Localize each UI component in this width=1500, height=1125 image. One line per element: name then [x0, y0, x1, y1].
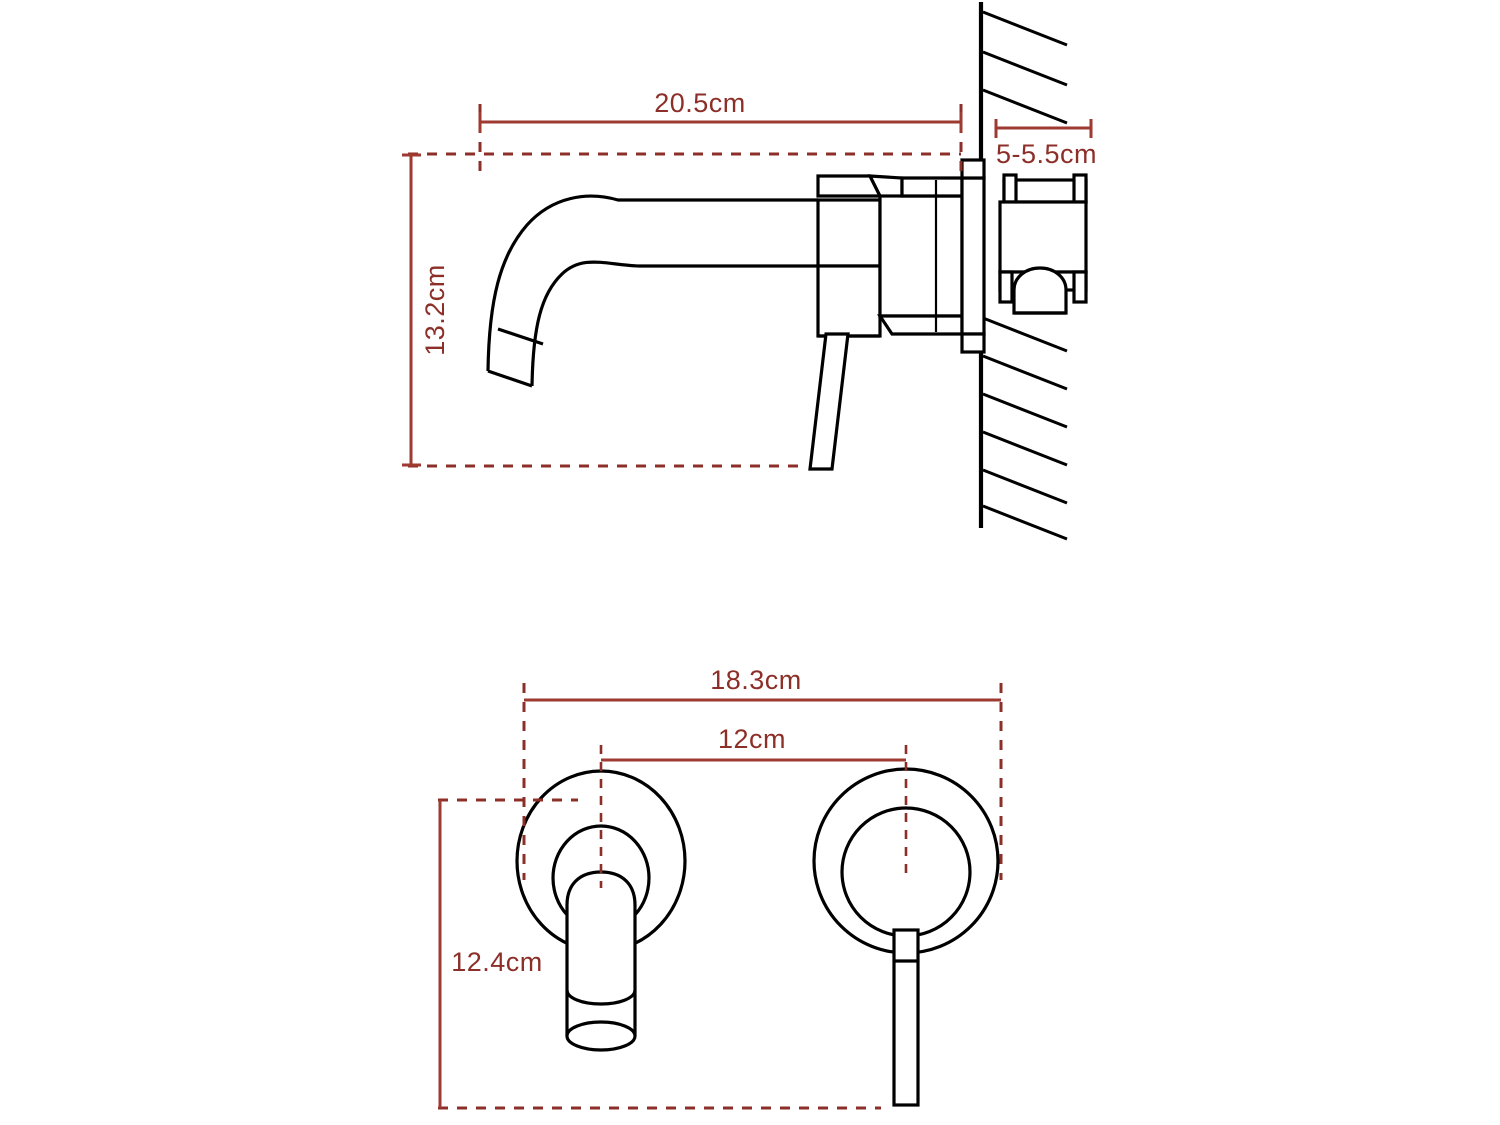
wall-flange-tab-bottom — [960, 332, 986, 354]
handle-lever-bar — [892, 928, 920, 1107]
spout-aerator-ring — [565, 989, 637, 1006]
spout-outer-curve — [486, 194, 818, 372]
escutcheon-group — [998, 173, 1088, 315]
escutcheon-top-left-lug — [1002, 173, 1018, 204]
front-spout-group — [515, 769, 687, 1052]
escutcheon-main-cup — [998, 200, 1088, 274]
wall-flange-group — [960, 158, 986, 354]
dim-label-spout-height: 13.2cm — [420, 264, 450, 356]
spout-tip-ring — [497, 327, 544, 346]
wall-flange-plate — [960, 176, 986, 336]
front-view-dimensions: 18.3cm 12cm 12.4cm — [438, 665, 1003, 1110]
valve-body-lower-step — [877, 314, 964, 336]
front-view-group: 18.3cm 12cm 12.4cm — [438, 665, 1003, 1110]
spout-shank-upper — [816, 198, 882, 268]
spout-tip-face — [487, 369, 533, 388]
dim-label-spout-projection: 20.5cm — [654, 88, 746, 118]
dim-label-overall-height: 12.4cm — [451, 947, 543, 977]
spout-cylinder — [565, 870, 637, 1036]
escutcheon-dome-knob — [1012, 266, 1068, 315]
spout-shank — [816, 198, 882, 338]
escutcheon-bottom-right-lug — [1072, 270, 1088, 304]
spout-shank-lower — [816, 264, 882, 338]
side-view-dimensions: 20.5cm 5-5.5cm 13.2cm — [402, 88, 1097, 468]
lever-handle-shape — [808, 332, 850, 471]
lever-handle-side — [808, 332, 850, 471]
valve-body-upper-step — [900, 176, 964, 198]
escutcheon-top-right-lug — [1072, 173, 1088, 204]
wall-hatching — [982, 10, 1068, 541]
valve-main-body — [878, 194, 964, 318]
side-view-group: 20.5cm 5-5.5cm 13.2cm — [402, 2, 1097, 541]
escutcheon-bottom-left-lug — [998, 270, 1014, 304]
spout-outlet-ellipse — [565, 1020, 637, 1052]
dim-label-wall-depth: 5-5.5cm — [996, 139, 1097, 169]
wall-flange-tab-top — [960, 158, 986, 180]
dim-label-center-spacing: 12cm — [718, 724, 786, 754]
dim-label-overall-width: 18.3cm — [710, 665, 802, 695]
spout-body — [486, 194, 818, 388]
